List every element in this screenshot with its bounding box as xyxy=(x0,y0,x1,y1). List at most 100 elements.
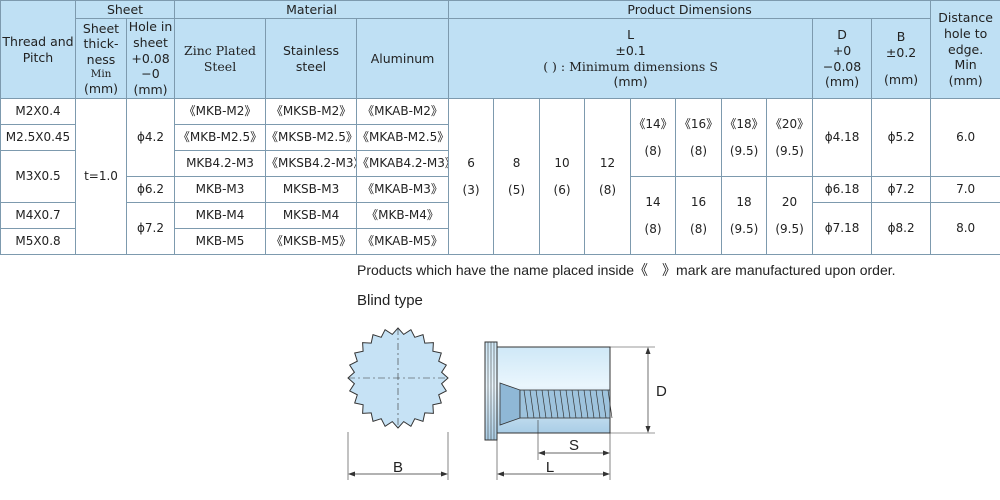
arrowhead xyxy=(645,347,651,354)
dimension-label-S: S xyxy=(569,437,579,454)
stainless-part: MKSB-M3 xyxy=(265,176,358,203)
L-value: 《14》 xyxy=(633,116,673,131)
aluminum-part: 《MKAB4.2-M3》 xyxy=(356,150,450,177)
thread-line xyxy=(523,389,529,419)
S-value: (6) xyxy=(553,182,571,197)
dimension-label-L: L xyxy=(546,459,554,476)
row-thread: M3X0.5 xyxy=(0,150,76,203)
stainless-part: 《MKSB-M2.5》 xyxy=(265,124,358,151)
zinc-part: MKB-M5 xyxy=(174,228,267,255)
header-L-unit: (mm) xyxy=(613,74,648,90)
L-value: 12 xyxy=(599,155,616,170)
header-hole-tol-minus: −0 xyxy=(141,66,160,82)
header-stainless: Stainless steel xyxy=(265,18,358,99)
arrowhead xyxy=(538,450,545,456)
header-B-tol: ±0.2 xyxy=(885,44,917,60)
L-value: 16 xyxy=(690,194,707,209)
L-cell: 8 (5) xyxy=(493,98,541,255)
L-value: 《18》 xyxy=(724,116,764,131)
arrowhead xyxy=(497,471,504,477)
thread-line xyxy=(565,389,571,419)
S-value: (3) xyxy=(462,182,480,197)
row-thread: M2X0.4 xyxy=(0,98,76,125)
header-distance-label: Distance hole to edge. xyxy=(938,10,993,57)
L-value: 8 xyxy=(512,155,521,170)
L-cell: 《20》 (9.5) xyxy=(766,98,814,177)
row-thread: M5X0.8 xyxy=(0,228,76,255)
header-D-tol-minus: −0.08 xyxy=(822,58,862,74)
thread-line xyxy=(607,389,613,419)
D-value: ϕ4.18 xyxy=(812,98,873,177)
distance-value: 8.0 xyxy=(930,202,1000,255)
header-L-tol: ±0.1 xyxy=(615,42,646,58)
S-value: (8) xyxy=(690,143,708,158)
S-value: (9.5) xyxy=(729,221,759,236)
header-D-label: D xyxy=(837,27,847,43)
zinc-part: MKB4.2-M3 xyxy=(174,150,267,177)
hole-value: ϕ6.2 xyxy=(125,176,176,203)
L-cell: 16(8) xyxy=(675,176,723,255)
aluminum-part: 《MKAB-M2》 xyxy=(356,98,450,125)
zinc-part: 《MKB-M2》 xyxy=(174,98,267,125)
aluminum-part: 《MKAB-M5》 xyxy=(356,228,450,255)
header-D-tol-plus: +0 xyxy=(832,42,852,58)
L-cell: 《14》 (8) xyxy=(630,98,677,177)
S-value: (8) xyxy=(599,182,617,197)
zinc-part: MKB-M4 xyxy=(174,202,267,229)
L-cell: 《16》 (8) xyxy=(675,98,723,177)
dimension-label-D: D xyxy=(656,383,667,400)
header-L-note: ( ) : Minimum dimensions S xyxy=(543,58,718,74)
hole-value: ϕ4.2 xyxy=(125,98,176,177)
S-value: (8) xyxy=(644,143,662,158)
blind-type-drawing: B D S L xyxy=(347,327,667,480)
header-sheet-thickness-unit: (mm) xyxy=(83,80,119,96)
S-value: (9.5) xyxy=(775,221,804,236)
thread-line xyxy=(553,389,559,419)
D-value: ϕ6.18 xyxy=(812,176,873,203)
aluminum-part: 《MKAB-M3》 xyxy=(356,176,450,203)
stainless-part: 《MKSB4.2-M3》 xyxy=(265,150,358,177)
header-product-dimensions: Product Dimensions xyxy=(448,0,932,19)
header-B-label: B xyxy=(896,29,906,45)
arrowhead xyxy=(645,426,651,433)
thread-line xyxy=(601,389,607,419)
thread-line xyxy=(547,389,553,419)
L-cell: 12 (8) xyxy=(584,98,632,255)
L-value: 10 xyxy=(554,155,570,170)
sheet-thickness-value: t=1.0 xyxy=(75,98,127,255)
S-value: (9.5) xyxy=(775,143,804,158)
header-sheet: Sheet xyxy=(74,0,176,19)
header-sheet-thickness: Sheet thick-ness Min (mm) xyxy=(75,18,127,99)
aluminum-part: 《MKAB-M2.5》 xyxy=(356,124,450,151)
blind-type-title: Blind type xyxy=(357,292,423,309)
stainless-part: 《MKSB-M2》 xyxy=(265,98,358,125)
row-thread: M4X0.7 xyxy=(0,202,76,229)
aluminum-part: 《MKB-M4》 xyxy=(356,202,450,229)
thread-line xyxy=(595,389,601,419)
L-cell: 20(9.5) xyxy=(766,176,814,255)
threaded-bore xyxy=(519,389,611,419)
thread-line xyxy=(589,389,595,419)
header-L: L ±0.1 ( ) : Minimum dimensions S (mm) xyxy=(448,18,814,99)
order-footnote: Products which have the name placed insi… xyxy=(357,262,896,278)
L-value: 《20》 xyxy=(769,116,810,131)
spec-table: Thread and Pitch Sheet Material Product … xyxy=(0,0,1000,255)
arrowhead xyxy=(441,471,448,477)
S-value: (8) xyxy=(644,221,662,236)
thread-line xyxy=(571,389,577,419)
header-B-unit: (mm) xyxy=(884,72,919,88)
L-cell: 14(8) xyxy=(630,176,677,255)
S-value: (9.5) xyxy=(729,143,759,158)
stainless-part: MKSB-M4 xyxy=(265,202,358,229)
zinc-part: 《MKB-M2.5》 xyxy=(174,124,267,151)
header-aluminum: Aluminum xyxy=(356,18,450,99)
L-value: 《16》 xyxy=(678,116,719,131)
header-distance-unit: (mm) xyxy=(948,72,983,88)
header-hole-tol-plus: +0.08 xyxy=(131,50,170,66)
thread-line xyxy=(541,389,547,419)
L-cell: 《18》 (9.5) xyxy=(721,98,768,177)
L-cell: 10 (6) xyxy=(539,98,586,255)
B-value: ϕ7.2 xyxy=(871,176,932,203)
S-value: (5) xyxy=(508,182,526,197)
header-D: D +0 −0.08 (mm) xyxy=(812,18,873,99)
